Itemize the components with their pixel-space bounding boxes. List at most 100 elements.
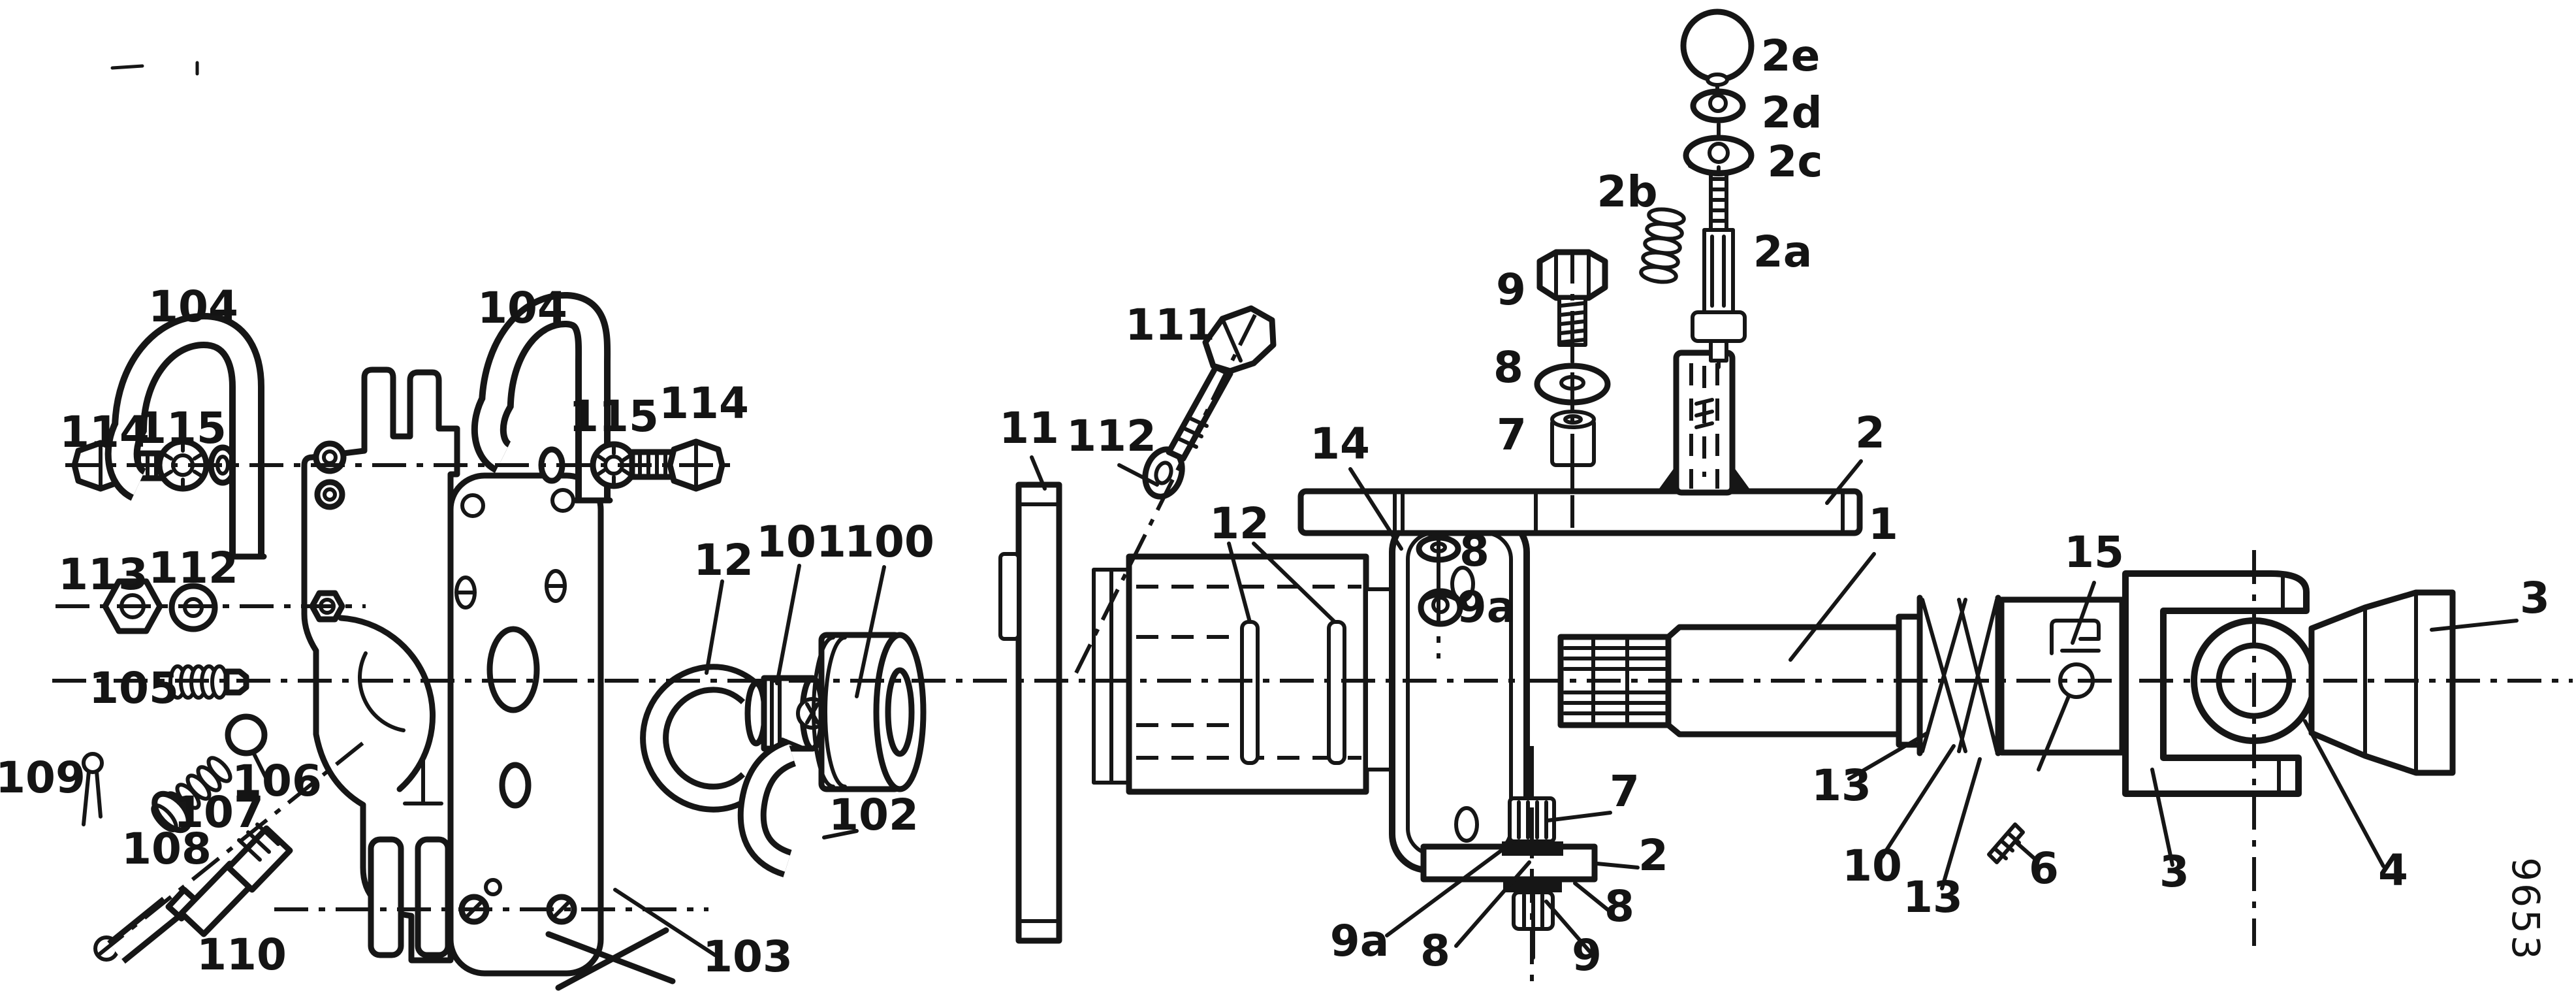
cotter-pin-109 — [82, 752, 104, 826]
stray-marks — [110, 61, 199, 76]
housing-casting — [301, 366, 460, 964]
leader-line-13 — [1880, 744, 1956, 859]
part-label-114-left: 114 — [59, 407, 150, 457]
part-label-114-right: 114 — [659, 378, 749, 429]
parts-layer — [71, 8, 2456, 991]
leader-line-15 — [2013, 839, 2039, 863]
leader-line-5 — [1030, 455, 1047, 491]
wing-nut-2c — [1683, 135, 1755, 176]
part-label-11: 11 — [999, 403, 1059, 453]
cup-108 — [151, 790, 192, 834]
part-label-2a: 2a — [1753, 227, 1812, 277]
leader-line-20 — [1385, 839, 1516, 937]
part-label-2d: 2d — [1761, 88, 1822, 138]
part-label-100: 100 — [844, 517, 934, 567]
drawing-number: 9653 — [2504, 857, 2548, 962]
part-label-106: 106 — [232, 756, 322, 806]
part-label-13-a: 13 — [1811, 760, 1871, 811]
part-label-9a-bottom: 9a — [1330, 916, 1389, 966]
coupler-3 — [2308, 589, 2456, 776]
leader-line-0 — [613, 888, 717, 957]
washer-on-hook-left — [208, 444, 238, 486]
part-label-3-yoke: 3 — [2159, 847, 2189, 897]
boot-spring-13-10-13 — [1916, 594, 2001, 756]
segment-102 — [737, 738, 806, 878]
part-label-8-bottom-right: 8 — [1604, 881, 1634, 932]
part-label-14: 14 — [1310, 419, 1370, 469]
part-label-105: 105 — [89, 663, 179, 713]
part-label-9-top: 9 — [1496, 265, 1526, 315]
lever-2a — [1691, 167, 1747, 369]
leader-line-26 — [251, 751, 268, 781]
part-label-13-b: 13 — [1903, 872, 1963, 922]
bushing-100 — [812, 632, 927, 792]
bolt-114-right — [629, 438, 725, 492]
part-label-2c: 2c — [1767, 137, 1822, 187]
part-label-6: 6 — [2029, 843, 2059, 894]
leader-line-23 — [1573, 881, 1611, 913]
part-label-113: 113 — [58, 549, 148, 600]
part-label-108: 108 — [121, 824, 212, 874]
leader-line-11 — [1789, 552, 1876, 662]
knob-ball-2e — [1680, 8, 1755, 97]
part-label-12-drum: 12 — [1209, 498, 1269, 549]
part-label-7-bottom: 7 — [1610, 766, 1640, 817]
part-label-104-right: 104 — [477, 283, 567, 333]
part-label-12-clip: 12 — [693, 535, 754, 585]
pivot-tube — [1673, 349, 1736, 496]
leader-line-17 — [2150, 768, 2174, 867]
axis-bolt-111 — [1074, 314, 1257, 674]
hook-104-right — [471, 292, 613, 504]
circlip-12 — [640, 664, 761, 813]
handle-110 — [93, 822, 293, 964]
lock-washer-115-left — [156, 438, 210, 492]
part-label-3-coupler: 3 — [2520, 573, 2550, 623]
spring-2b — [1639, 207, 1686, 284]
part-label-107: 107 — [174, 787, 264, 837]
part-label-104-left: 104 — [148, 282, 238, 332]
leader-line-14 — [1940, 757, 1982, 890]
leader-line-3 — [855, 565, 886, 698]
leader-line-7 — [1227, 542, 1252, 624]
drum-assembly — [1092, 553, 1394, 795]
part-label-8-mid: 8 — [1459, 526, 1489, 576]
part-label-112-left: 112 — [148, 543, 238, 593]
leader-line-16 — [2071, 581, 2096, 645]
leader-lines — [251, 455, 2519, 957]
part-label-102: 102 — [829, 790, 919, 840]
axis-handle-110 — [95, 736, 370, 958]
part-label-2-plate: 2 — [1855, 408, 1885, 458]
part-label-110: 110 — [197, 930, 287, 980]
leader-line-8 — [1252, 542, 1337, 624]
part-label-111: 111 — [1125, 300, 1215, 350]
leader-line-2 — [775, 564, 801, 685]
bolt-111 — [1166, 305, 1277, 462]
part-label-115-left: 115 — [136, 403, 227, 453]
part-label-112-right: 112 — [1066, 411, 1156, 461]
part-label-2e: 2e — [1761, 31, 1821, 81]
part-label-10: 10 — [1842, 841, 1902, 891]
part-label-8-bottom-left: 8 — [1420, 926, 1450, 976]
leader-line-4 — [822, 829, 859, 839]
flange-plate-11 — [998, 481, 1062, 944]
hook-104-left — [104, 312, 267, 560]
leader-line-25 — [1546, 811, 1612, 822]
axis-lines — [52, 250, 2573, 981]
leader-line-9 — [1348, 467, 1403, 551]
leader-line-19 — [2430, 619, 2519, 632]
leader-line-10 — [1825, 459, 1863, 505]
yoke-3 — [2122, 570, 2317, 797]
part-label-7-top: 7 — [1497, 410, 1527, 460]
leader-line-18 — [2303, 719, 2385, 868]
part-label-8-top: 8 — [1493, 342, 1523, 393]
ball-106 — [225, 713, 268, 756]
part-label-103: 103 — [703, 932, 793, 982]
part-label-2b: 2b — [1597, 167, 1657, 217]
cover-plate-103 — [447, 472, 676, 991]
part-label-15: 15 — [2064, 527, 2124, 577]
leader-line-6 — [1117, 463, 1159, 487]
part-label-4: 4 — [2378, 845, 2408, 896]
